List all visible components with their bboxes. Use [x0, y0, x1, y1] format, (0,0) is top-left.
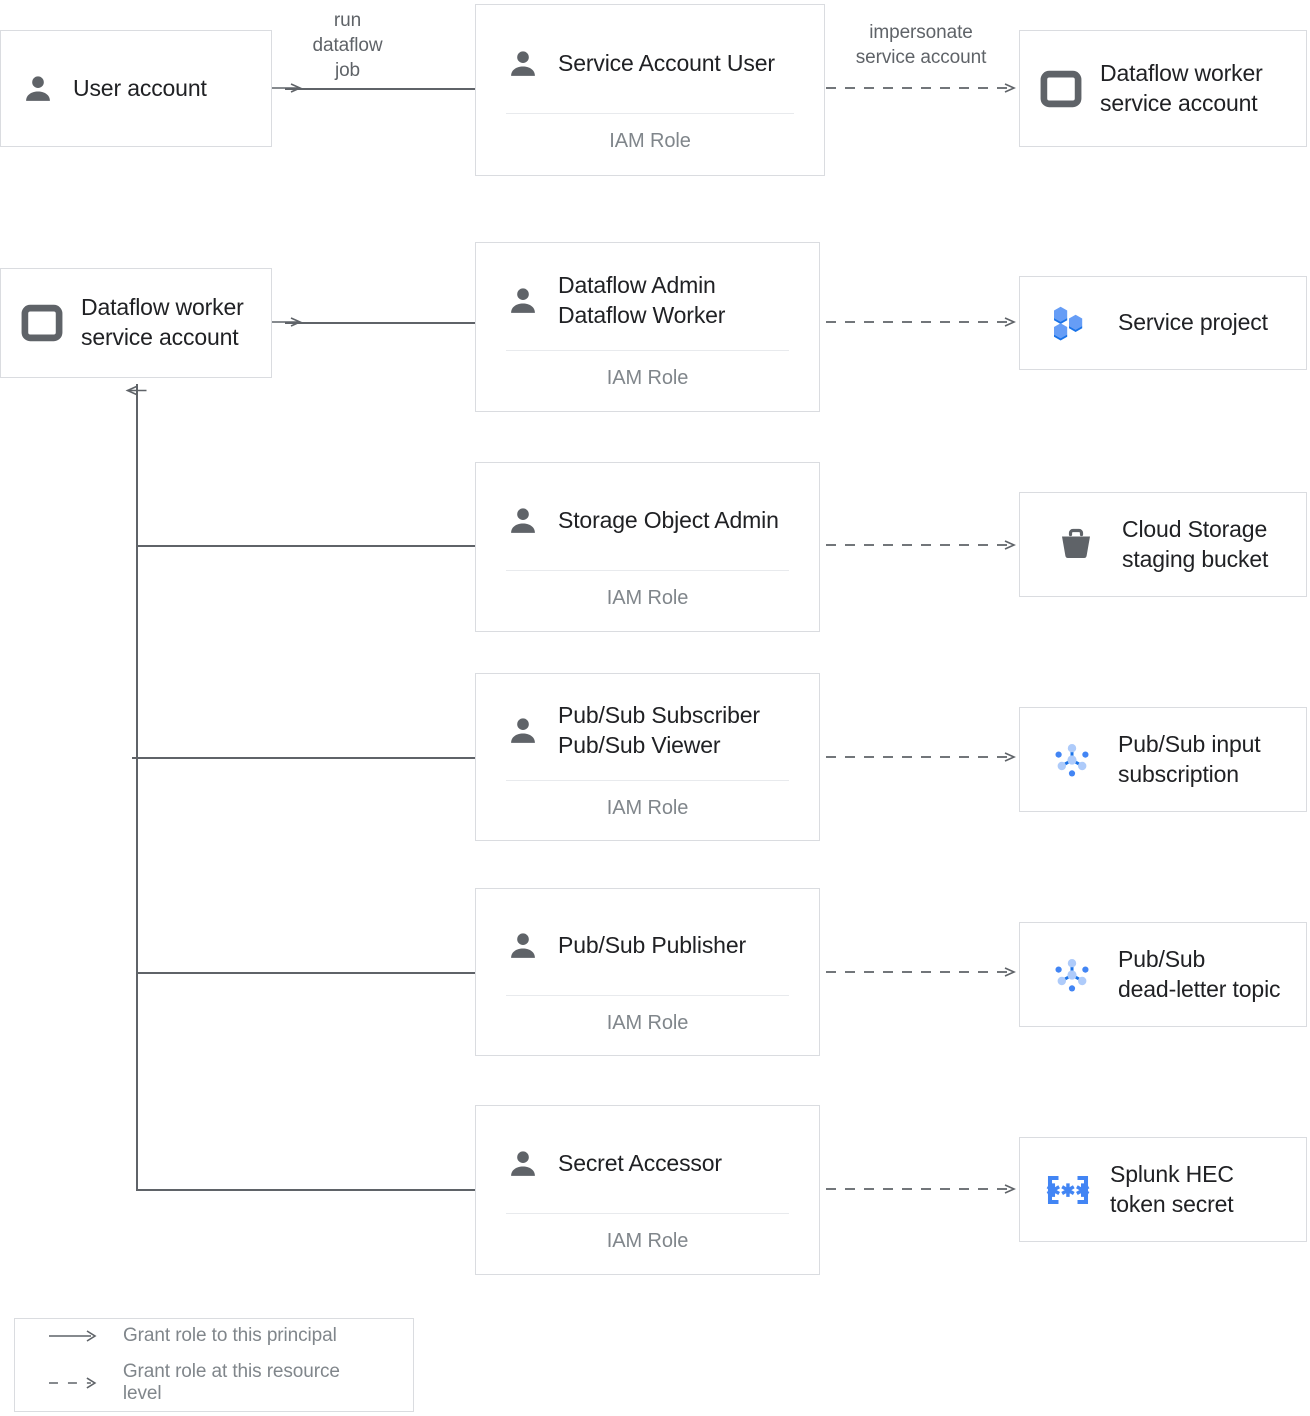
- connector-branch-secret: [136, 1189, 476, 1191]
- resource-label: Service project: [1118, 309, 1268, 336]
- iam-role-card-pubsub-subscriber[interactable]: Pub/Sub Subscriber Pub/Sub Viewer IAM Ro…: [475, 673, 820, 841]
- iam-card-divider: [506, 780, 789, 781]
- principal-box-dataflow-worker-sa[interactable]: Dataflow worker service account: [0, 268, 272, 378]
- iam-card-divider: [506, 113, 794, 114]
- resource-box-dataflow-worker-sa-top[interactable]: Dataflow worker service account: [1019, 30, 1307, 147]
- edge-label-impersonate-service-account: impersonate service account: [855, 22, 987, 69]
- iam-role-card-dataflow-admin[interactable]: Dataflow Admin Dataflow Worker IAM Role: [475, 242, 820, 412]
- resource-label: Pub/Sub input subscription: [1118, 730, 1261, 787]
- legend: Grant role to this principal Grant role …: [14, 1318, 414, 1412]
- resource-label: Splunk HEC token secret: [1110, 1160, 1234, 1217]
- iam-role-footer: IAM Role: [606, 797, 689, 819]
- person-icon: [511, 1151, 535, 1176]
- legend-row-solid: Grant role to this principal: [45, 1325, 383, 1347]
- connector-row1-solid: [285, 88, 475, 90]
- svg-text:✱✱✱: ✱✱✱: [1046, 1180, 1090, 1200]
- solid-arrow-icon: [49, 1330, 97, 1342]
- connector-vertical-trunk: [136, 384, 138, 1191]
- connector-branch-pubsub-publisher: [136, 972, 476, 974]
- service-account-icon: [21, 304, 63, 342]
- principal-label: Dataflow worker service account: [81, 294, 244, 350]
- iam-role-footer: IAM Role: [606, 1230, 689, 1252]
- iam-card-divider: [506, 1213, 789, 1214]
- resource-label: Dataflow worker service account: [1100, 59, 1263, 116]
- secret-manager-icon: ✱✱✱: [1046, 1175, 1090, 1204]
- iam-role-footer: IAM Role: [606, 1012, 689, 1034]
- iam-role-footer: IAM Role: [606, 367, 689, 389]
- iam-role-name: Dataflow Admin Dataflow Worker: [558, 272, 726, 328]
- iam-role-footer: IAM Role: [606, 587, 689, 609]
- legend-label: Grant role to this principal: [123, 1325, 337, 1346]
- legend-row-dashed: Grant role at this resource level: [45, 1361, 383, 1405]
- pubsub-icon: [1055, 958, 1089, 991]
- person-icon: [511, 718, 535, 743]
- iam-role-card-service-account-user[interactable]: Service Account User IAM Role: [475, 4, 825, 176]
- iam-card-divider: [506, 350, 789, 351]
- person-icon: [511, 288, 535, 313]
- edge-label-run-dataflow-job: run dataflow job: [312, 10, 383, 82]
- resource-box-cloud-storage-bucket[interactable]: Cloud Storage staging bucket: [1019, 492, 1307, 597]
- resource-label: Pub/Sub dead-letter topic: [1118, 945, 1281, 1002]
- principal-label: User account: [73, 74, 207, 101]
- iam-role-card-pubsub-publisher[interactable]: Pub/Sub Publisher IAM Role: [475, 888, 820, 1056]
- person-icon: [511, 933, 535, 958]
- iam-role-name: Secret Accessor: [558, 1150, 722, 1177]
- resource-box-pubsub-dead-letter-topic[interactable]: Pub/Sub dead-letter topic: [1019, 922, 1307, 1027]
- cloud-storage-bucket-icon: [1062, 528, 1090, 558]
- connector-branch-storage: [136, 545, 476, 547]
- connector-row2-solid: [285, 322, 475, 324]
- connector-branch-pubsub-subscriber: [132, 757, 476, 759]
- resource-box-pubsub-input-subscription[interactable]: Pub/Sub input subscription: [1019, 707, 1307, 812]
- iam-role-name: Service Account User: [558, 50, 775, 77]
- iam-role-card-storage-object-admin[interactable]: Storage Object Admin IAM Role: [475, 462, 820, 632]
- resource-label: Cloud Storage staging bucket: [1122, 515, 1269, 572]
- person-icon: [511, 508, 535, 533]
- iam-card-divider: [506, 995, 789, 996]
- resource-box-service-project[interactable]: Service project: [1019, 276, 1307, 370]
- pubsub-icon: [1055, 743, 1089, 776]
- resource-box-splunk-hec-token-secret[interactable]: ✱✱✱ Splunk HEC token secret: [1019, 1137, 1307, 1242]
- principal-box-user-account[interactable]: User account: [0, 30, 272, 147]
- iam-role-card-secret-accessor[interactable]: Secret Accessor IAM Role: [475, 1105, 820, 1275]
- service-project-icon: [1054, 306, 1083, 341]
- dashed-arrow-icon: [48, 1377, 97, 1389]
- iam-card-divider: [506, 570, 789, 571]
- legend-label: Grant role at this resource level: [122, 1361, 340, 1404]
- iam-role-name: Pub/Sub Publisher: [558, 932, 746, 959]
- person-icon: [511, 51, 535, 76]
- iam-role-footer: IAM Role: [609, 130, 691, 152]
- service-account-icon: [1040, 70, 1082, 107]
- iam-role-name: Pub/Sub Subscriber Pub/Sub Viewer: [558, 702, 760, 758]
- person-icon: [26, 75, 50, 101]
- iam-role-name: Storage Object Admin: [558, 507, 779, 534]
